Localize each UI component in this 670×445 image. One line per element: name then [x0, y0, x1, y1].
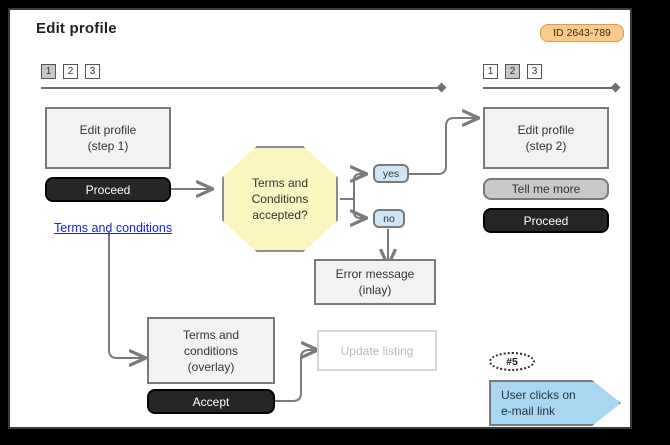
left-step-1[interactable]: 1: [41, 64, 56, 79]
left-stepper: 1 2 3: [41, 64, 447, 93]
screen-error-message: Error message (inlay): [314, 259, 436, 305]
right-progress-line: [483, 82, 621, 93]
decision-label: Terms and Conditions accepted?: [222, 146, 338, 252]
step1-title-line2: (step 1): [87, 139, 129, 153]
terms-and-conditions-link[interactable]: Terms and conditions: [54, 221, 173, 235]
right-rule: [483, 86, 615, 89]
proceed-button-step-1[interactable]: Proceed: [45, 177, 171, 202]
proceed-button-step-2[interactable]: Proceed: [483, 208, 609, 233]
wire-decision-yes: [354, 174, 366, 199]
screen-edit-profile-step-1: Edit profile (step 1): [45, 107, 171, 169]
callout-arrow-shape: [489, 380, 621, 426]
left-progress-line: [41, 82, 447, 93]
tell-me-more-button[interactable]: Tell me more: [483, 178, 609, 200]
branch-label-no: no: [373, 209, 405, 228]
right-stepper-boxes: 1 2 3: [483, 64, 619, 79]
left-step-3[interactable]: 3: [85, 64, 100, 79]
page-title: Edit profile: [36, 20, 117, 37]
right-stepper: 1 2 3: [483, 64, 621, 93]
left-step-2[interactable]: 2: [63, 64, 78, 79]
left-rule: [41, 86, 441, 89]
connector-layer: [108, 10, 630, 402]
overlay-line3: (overlay): [187, 359, 235, 374]
step1-title-line1: Edit profile: [79, 123, 137, 137]
callout-line2: e-mail link: [501, 404, 556, 418]
callout-user-clicks-email-link: User clicks on e-mail link: [489, 380, 621, 426]
wire-link-to-overlay: [108, 232, 145, 358]
right-step-3[interactable]: 3: [527, 64, 542, 79]
wire-accept-to-update: [275, 350, 317, 402]
right-rule-endpoint: [610, 82, 621, 93]
screen-terms-overlay: Terms and conditions (overlay): [147, 317, 275, 384]
wire-yes-to-step2: [409, 118, 478, 175]
right-step-2[interactable]: 2: [505, 64, 520, 79]
left-stepper-boxes: 1 2 3: [41, 64, 445, 79]
error-line2: (inlay): [358, 283, 392, 297]
screen-edit-profile-step-2: Edit profile (step 2): [483, 107, 609, 169]
accept-button[interactable]: Accept: [147, 389, 275, 414]
step2-title-line2: (step 2): [525, 139, 567, 153]
branch-label-yes: yes: [373, 164, 409, 183]
diagram-canvas: Edit profile ID 2643-789 1 2 3 1 2 3 Edi…: [8, 8, 632, 429]
decision-line2: Conditions: [251, 192, 309, 206]
decision-line1: Terms and: [251, 176, 309, 190]
left-rule-endpoint: [436, 82, 447, 93]
decision-shape: [222, 146, 338, 252]
id-badge: ID 2643-789: [540, 24, 624, 42]
wire-decision-no: [354, 199, 366, 218]
decision-terms-accepted: Terms and Conditions accepted?: [222, 146, 338, 252]
right-step-1[interactable]: 1: [483, 64, 498, 79]
callout-line1: User clicks on: [501, 388, 576, 402]
decision-line3: accepted?: [252, 208, 308, 222]
error-line1: Error message: [335, 267, 415, 281]
overlay-line2: conditions: [183, 343, 239, 358]
callout-tag-5: #5: [489, 352, 535, 371]
callout-label: User clicks on e-mail link: [501, 380, 576, 426]
screen-update-listing: Update listing: [317, 330, 437, 371]
step2-title-line1: Edit profile: [517, 123, 575, 137]
overlay-line1: Terms and: [182, 327, 240, 342]
